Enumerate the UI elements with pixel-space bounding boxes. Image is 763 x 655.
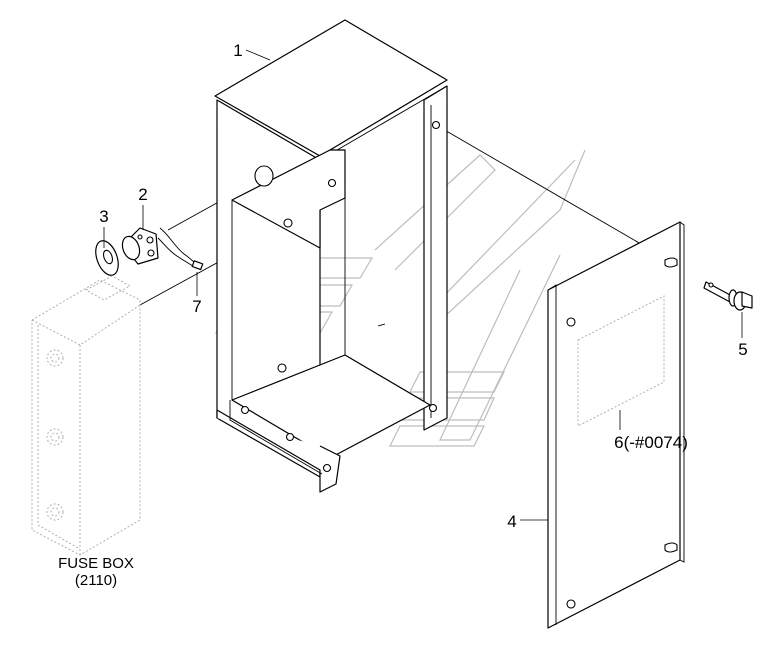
callout-labels: 1 2 3 4 5 6(-#0074) 7 <box>99 41 747 531</box>
callout-3: 3 <box>99 207 108 226</box>
callout-6: 6(-#0074) <box>614 433 688 452</box>
cover-plate-face <box>547 221 681 629</box>
bracket-bottom <box>231 354 431 459</box>
leader-1 <box>245 49 271 61</box>
part-5-bolt <box>703 281 753 311</box>
part-2-switch <box>121 227 159 265</box>
fuse-box-caption: FUSE BOX (2110) <box>58 555 134 589</box>
guide-line-upper <box>435 124 666 259</box>
wire-connector <box>191 260 204 271</box>
part-4-cover-plate <box>547 221 685 629</box>
bolt-head <box>741 291 753 309</box>
callout-7: 7 <box>192 297 201 316</box>
callout-4: 4 <box>507 512 516 531</box>
part-1-bracket <box>214 19 448 493</box>
bracket-hole <box>283 218 293 228</box>
bracket-bottom-flange <box>216 409 341 493</box>
bolt-shank <box>703 281 733 303</box>
cover-slot-lower <box>664 542 678 553</box>
fuse-box-reference <box>31 275 141 556</box>
leader-lines <box>103 49 743 521</box>
callout-1: 1 <box>233 41 242 60</box>
callout-5: 5 <box>738 340 747 359</box>
fuse-box-ref: (2110) <box>75 572 117 589</box>
cover-slot-upper <box>664 257 678 268</box>
switch-mount-hole <box>254 165 274 187</box>
bracket-right-wall <box>423 85 448 431</box>
fuse-box-label: FUSE BOX <box>58 555 134 572</box>
label-plate-outline <box>577 295 665 427</box>
part-7-wire-harness <box>157 227 204 271</box>
part-3-ring-nut <box>95 240 119 276</box>
bracket-top-plate <box>214 19 448 157</box>
callout-2: 2 <box>138 185 147 204</box>
